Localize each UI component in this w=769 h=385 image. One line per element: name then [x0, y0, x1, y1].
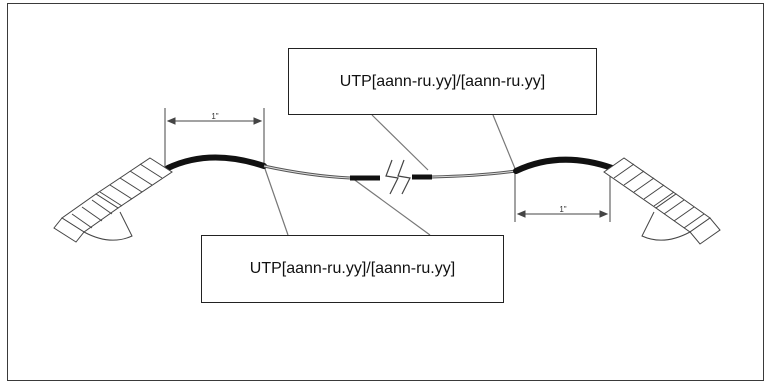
cable-label-top: UTP[aann-ru.yy]/[aann-ru.yy]: [288, 48, 597, 115]
dimension-label-left: 1": [211, 112, 218, 121]
cable-label-bottom-text: UTP[aann-ru.yy]/[aann-ru.yy]: [249, 260, 456, 277]
cable-wire-right: [431, 169, 517, 179]
dimension-label-right: 1": [559, 205, 566, 214]
cable-wire-left: [263, 164, 351, 180]
cable-jacket-right: [513, 156, 615, 174]
leader-line-bottom-right: [351, 177, 431, 236]
rj45-connector-left-icon: [53, 157, 173, 243]
rj45-connector-right-icon: [603, 157, 721, 245]
cable-jacket-left: [165, 154, 267, 171]
leader-line-bottom-left: [263, 165, 289, 236]
dimension-bracket-right: [514, 168, 611, 222]
cable-break-icon: [385, 159, 411, 195]
dimension-bracket-left: [164, 108, 265, 167]
leader-line-top-left: [371, 114, 429, 171]
leader-line-top-right: [492, 114, 517, 172]
cable-label-bottom: UTP[aann-ru.yy]/[aann-ru.yy]: [201, 235, 504, 303]
cable-label-top-text: UTP[aann-ru.yy]/[aann-ru.yy]: [339, 72, 546, 90]
